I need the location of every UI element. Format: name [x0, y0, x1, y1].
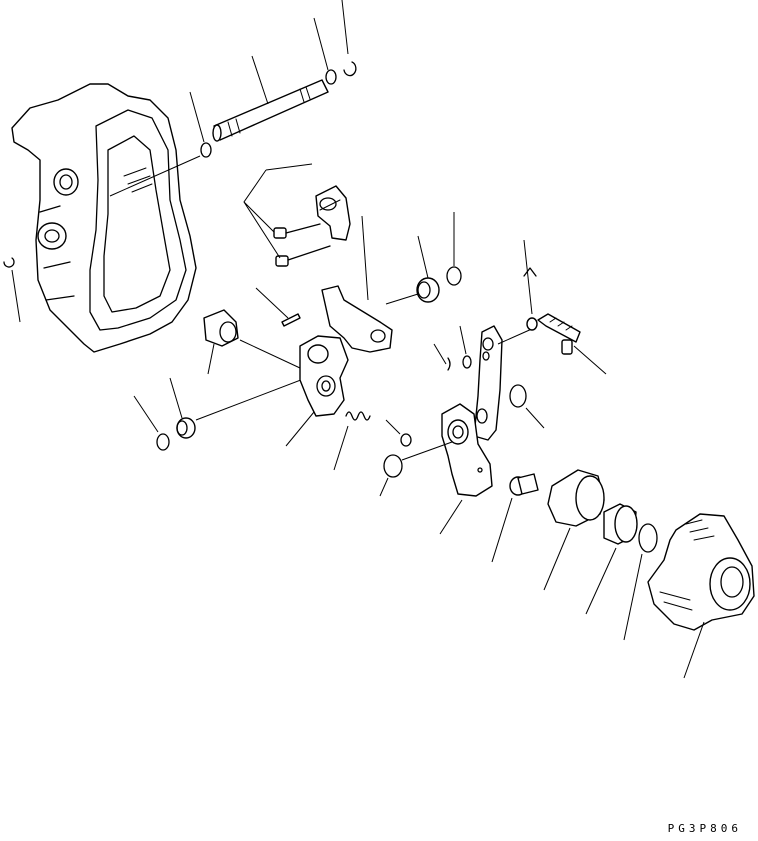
washer-lower-left	[133, 395, 170, 451]
lever-plate	[321, 215, 393, 353]
spring	[333, 411, 371, 471]
cotter-pin-top	[523, 239, 537, 315]
o-ring-shaft-right	[313, 17, 337, 85]
spring-pin	[255, 287, 301, 327]
washer-clip-mid	[385, 419, 412, 447]
governor-shaft	[212, 55, 329, 142]
rod-assembly	[526, 313, 607, 375]
small-snap-ring	[433, 343, 451, 371]
collar-bushing	[385, 235, 440, 305]
e-ring-left	[3, 257, 21, 323]
governor-lever	[285, 335, 349, 447]
large-bushing	[203, 309, 301, 375]
bracket-bolts	[243, 163, 331, 267]
sleeve	[585, 503, 638, 615]
washer-mid-lower	[379, 454, 403, 497]
right-housing	[647, 513, 755, 679]
small-collar	[169, 377, 307, 439]
o-ring-shaft-left	[109, 91, 212, 197]
main-lever	[401, 403, 493, 535]
governor-housing	[11, 83, 197, 353]
shoulder-bolt	[491, 473, 539, 563]
washer-far-right	[623, 523, 658, 641]
bracket-plate	[315, 185, 351, 241]
flyweight-disc	[543, 469, 605, 591]
washer-right-link	[509, 384, 545, 429]
link-arm	[473, 325, 535, 441]
snap-ring-shaft	[341, 0, 357, 77]
washer-upper	[446, 212, 462, 286]
small-washer-link	[459, 325, 472, 369]
drawing-code: PG3P806	[667, 822, 742, 835]
